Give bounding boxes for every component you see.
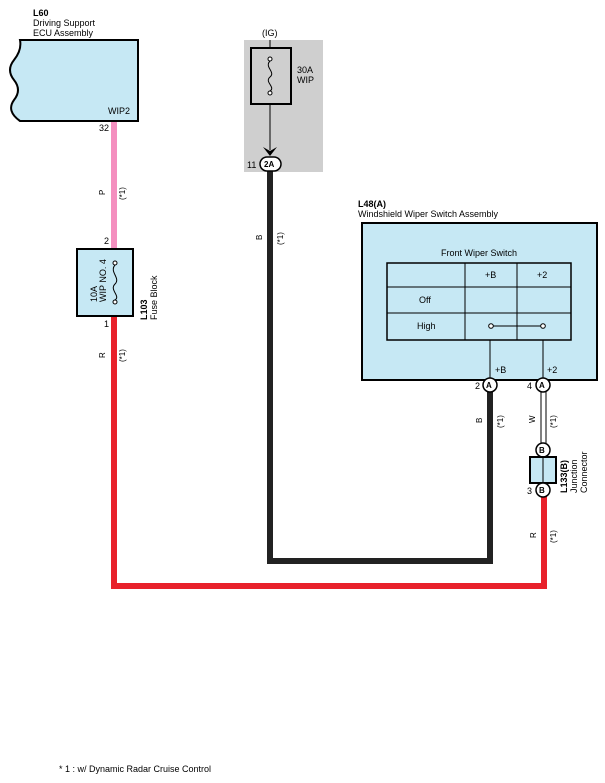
switch-code: L48(A): [358, 199, 386, 209]
wire-b-mid-color: B: [255, 235, 264, 240]
wire-b-right-color: B: [475, 418, 484, 423]
ig-name: WIP: [297, 75, 314, 85]
ig-fuse-contact-bottom: [267, 90, 273, 96]
ecu-code: L60: [33, 8, 49, 18]
switch-pin-4: 4: [527, 381, 532, 391]
ig-connector: [259, 156, 282, 172]
switch-pin-2: 2: [475, 381, 480, 391]
wire-b-black: [267, 171, 493, 564]
fuse-label: Fuse Block: [149, 275, 159, 320]
ig-fuse-contact-top: [267, 56, 273, 62]
wire-r-left-color: R: [98, 352, 107, 358]
ig-arrow-icon: [263, 147, 277, 156]
junction-code: L133(B): [559, 460, 569, 493]
connector-a-label-1: A: [486, 381, 492, 390]
ig-pin: 11: [247, 160, 256, 170]
fuse-contact-top: [112, 260, 118, 266]
fuse-contact-bottom: [112, 299, 118, 305]
table-row-off: Off: [419, 295, 431, 305]
switch-table: [386, 262, 572, 341]
ig-shaded-area: [244, 40, 323, 172]
switch-term-2: +2: [547, 365, 557, 375]
junction-label2: Connector: [579, 451, 589, 493]
wire-r-left-note: (*1): [118, 349, 127, 362]
wire-b-right-note: (*1): [496, 415, 505, 428]
ig-label: (IG): [262, 28, 278, 38]
switch-table-title: Front Wiper Switch: [441, 248, 517, 258]
junction-conn-bottom: B: [539, 486, 545, 495]
wire-b-mid-note: (*1): [276, 232, 285, 245]
ecu-terminal: WIP2: [108, 106, 130, 116]
junction-conn-top: B: [539, 446, 545, 455]
table-col-b: +B: [485, 270, 496, 280]
ecu-name-line1: Driving Support: [33, 18, 96, 28]
fuse-name: WIP NO. 4: [98, 259, 108, 302]
fuse-icon: [112, 264, 118, 301]
fuse-pin-top: 2: [104, 236, 109, 246]
ig-fuse-box: [250, 47, 292, 105]
table-col-2: +2: [537, 270, 547, 280]
wire-r-right-note: (*1): [549, 530, 558, 543]
ecu-name-line2: ECU Assembly: [33, 28, 94, 38]
fuse-rating: 10A: [89, 286, 99, 302]
junction-label1: Junction: [569, 459, 579, 493]
wire-w-note: (*1): [549, 415, 558, 428]
fuse-pin-bottom: 1: [104, 319, 109, 329]
connector-a-pin-2: [482, 377, 498, 393]
ecu-pin: 32: [99, 123, 109, 133]
table-row-high: High: [417, 321, 436, 331]
footnote: * 1 : w/ Dynamic Radar Cruise Control: [59, 764, 211, 774]
wire-r-red: [111, 315, 547, 589]
junction-pin-3: 3: [527, 486, 532, 496]
high-contact-2: [540, 323, 546, 329]
connector-a-pin-4: [535, 377, 551, 393]
switch-name: Windshield Wiper Switch Assembly: [358, 209, 499, 219]
high-contact-b: [488, 323, 494, 329]
fuse-box: [76, 248, 134, 317]
junction-pin-bottom: [535, 482, 551, 498]
switch-term-b: +B: [495, 365, 506, 375]
wire-r-right-color: R: [529, 532, 538, 538]
ig-connector-label: 2A: [264, 160, 274, 169]
ig-rating: 30A: [297, 65, 313, 75]
connector-a-label-2: A: [539, 381, 545, 390]
ig-fuse-icon: [267, 60, 273, 92]
wire-p-note: (*1): [118, 187, 127, 200]
wire-w-color: W: [528, 415, 537, 423]
fuse-code: L103: [139, 299, 149, 320]
wire-p-color: P: [98, 190, 107, 195]
ecu-box: [9, 39, 139, 122]
